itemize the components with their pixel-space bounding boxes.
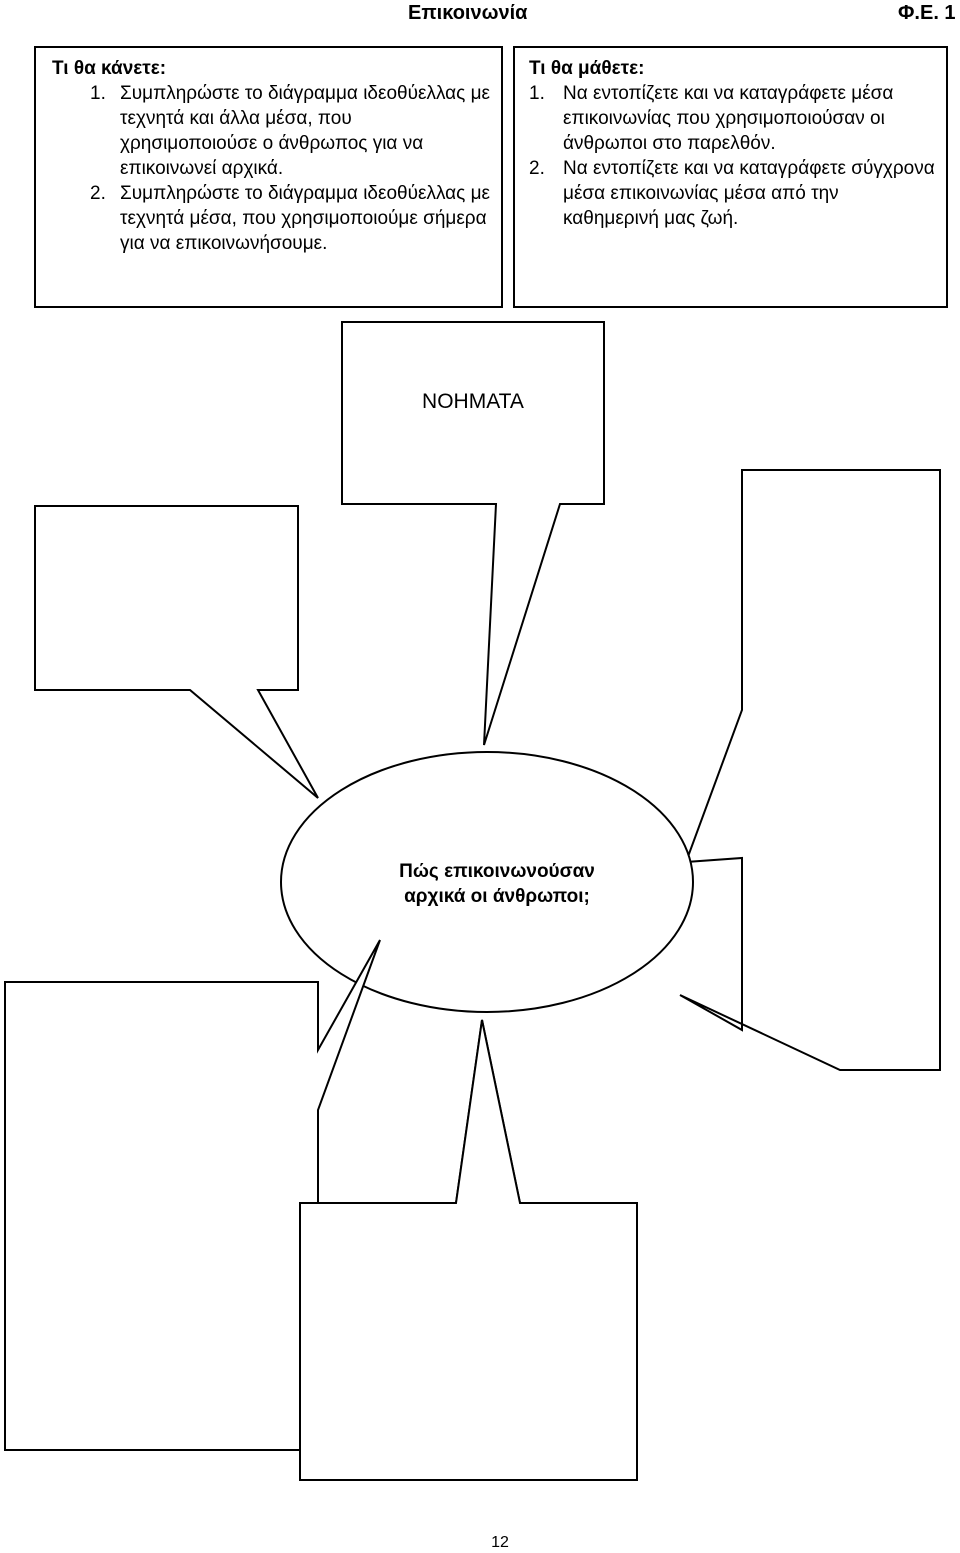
task-item: 2. Συμπληρώστε το διάγραμμα ιδεοθύελλας …	[52, 181, 491, 256]
speech-bubble-top[interactable]	[341, 321, 605, 746]
center-question-ellipse	[280, 751, 694, 1013]
header-title: Επικοινωνία	[408, 2, 528, 24]
task-item: 1. Συμπληρώστε το διάγραμμα ιδεοθύελλας …	[52, 81, 491, 181]
center-question-line: Πώς επικοινωνούσαν	[399, 861, 595, 882]
learning-goal-item: 2. Να εντοπίζετε και να καταγράφετε σύγχ…	[529, 156, 938, 231]
learning-goal-number: 2.	[529, 158, 545, 179]
speech-bubble-right[interactable]	[679, 469, 941, 1071]
learning-goals-heading: Τι θα μάθετε:	[529, 58, 645, 79]
speech-bubble-bottom-center-outline	[299, 1019, 638, 1481]
bubble-label-noimata: ΝΟΗΜΑΤΑ	[422, 390, 524, 413]
learning-goals-box: Τι θα μάθετε: 1. Να εντοπίζετε και να κα…	[513, 46, 948, 308]
center-question: Πώς επικοινωνούσαν αρχικά οι άνθρωποι;	[300, 859, 694, 909]
speech-bubble-bottom-left[interactable]	[4, 939, 381, 1451]
tasks-list: 1. Συμπληρώστε το διάγραμμα ιδεοθύελλας …	[52, 81, 491, 256]
task-text: Συμπληρώστε το διάγραμμα ιδεοθύελλας με …	[120, 83, 491, 179]
task-text: Συμπληρώστε το διάγραμμα ιδεοθύελλας με …	[120, 183, 491, 254]
worksheet-code: Φ.Ε. 1	[898, 2, 956, 24]
task-number: 2.	[90, 183, 106, 204]
tasks-heading: Τι θα κάνετε:	[52, 58, 167, 79]
learning-goal-text: Να εντοπίζετε και να καταγράφετε σύγχρον…	[563, 158, 935, 229]
learning-goals-list: 1. Να εντοπίζετε και να καταγράφετε μέσα…	[529, 81, 938, 231]
speech-bubble-top-left[interactable]	[34, 505, 319, 799]
learning-goal-item: 1. Να εντοπίζετε και να καταγράφετε μέσα…	[529, 81, 938, 156]
learning-goal-text: Να εντοπίζετε και να καταγράφετε μέσα επ…	[563, 83, 894, 154]
page-number: 12	[491, 1534, 509, 1551]
center-question-line: αρχικά οι άνθρωποι;	[404, 886, 590, 907]
task-number: 1.	[90, 83, 106, 104]
learning-goal-number: 1.	[529, 83, 545, 104]
tasks-box: Τι θα κάνετε: 1. Συμπληρώστε το διάγραμμ…	[34, 46, 503, 308]
